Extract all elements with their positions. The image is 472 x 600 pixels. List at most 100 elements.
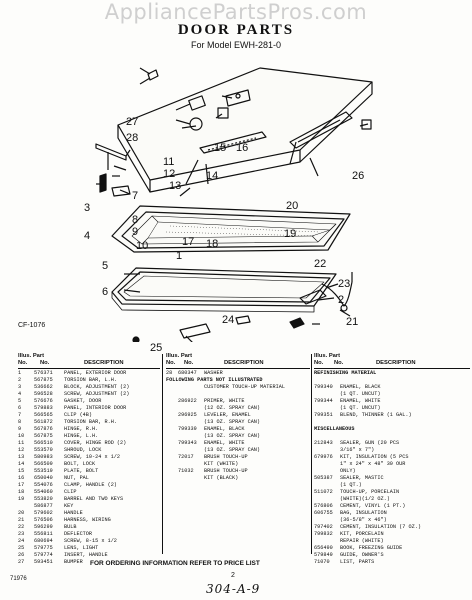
table-header: Illus. Part No. No. DESCRIPTION xyxy=(18,353,160,369)
callout-21: 21 xyxy=(346,316,359,328)
callout-25: 25 xyxy=(150,342,163,354)
handwritten-note: 304-A-9 xyxy=(206,582,261,596)
table-row: REFINISHING MATERIAL xyxy=(314,370,377,376)
column-divider xyxy=(162,354,163,554)
callout-3: 3 xyxy=(84,202,91,214)
callout-14: 14 xyxy=(206,170,219,182)
table-row xyxy=(314,377,470,384)
callout-10: 10 xyxy=(136,240,149,252)
callout-4: 4 xyxy=(84,230,91,242)
wiring-harness xyxy=(321,281,353,307)
callout-2: 2 xyxy=(338,294,345,306)
callout-24: 24 xyxy=(222,314,235,326)
callout-26: 26 xyxy=(352,170,365,182)
callout-22: 22 xyxy=(314,258,327,270)
callout-17: 17 xyxy=(182,236,195,248)
table-row: CUSTOMER TOUCH-UP MATERIAL xyxy=(204,384,285,390)
callout-18: 18 xyxy=(206,238,219,250)
document-code: 71976 xyxy=(10,576,27,582)
callout-11: 11 xyxy=(163,156,175,168)
parts-table-col3: Illus. Part No. No. DESCRIPTION REFINISH… xyxy=(314,353,470,566)
table-row: (13 OZ. SPRAY CAN) xyxy=(204,419,261,425)
callout-13: 13 xyxy=(169,180,182,192)
table-row: (1 QT. UNCUT) xyxy=(340,391,381,397)
table-row: REPAIR (WHITE) xyxy=(340,538,384,544)
callout-16: 16 xyxy=(236,142,249,154)
table-row xyxy=(314,433,470,440)
table-row: (1 QT. UNCUT) xyxy=(340,405,381,411)
handle xyxy=(289,111,353,149)
callout-20: 20 xyxy=(286,200,299,212)
table-header: Illus. Part No. No. DESCRIPTION xyxy=(314,353,470,369)
watermark: AppliancePartsPros.com xyxy=(104,0,368,24)
table-row xyxy=(314,419,470,426)
ordering-notice: FOR ORDERING INFORMATION REFER TO PRICE … xyxy=(90,560,260,567)
table-row xyxy=(166,391,310,398)
table-row: ONLY) xyxy=(340,468,356,474)
table-row: (WHITE)(1/2 OZ.) xyxy=(340,496,390,502)
light-lens xyxy=(179,323,211,339)
callout-19: 19 xyxy=(284,228,297,240)
exterior-door-panel xyxy=(117,67,373,181)
table-row: MISCELLANEOUS xyxy=(314,426,355,432)
column-divider xyxy=(311,354,312,554)
callout-12: 12 xyxy=(163,168,176,180)
callout-23: 23 xyxy=(338,278,351,290)
table-row: KIT (BLACK) xyxy=(204,475,239,481)
callout-5: 5 xyxy=(102,260,109,272)
table-row: (12 OZ. SPRAY CAN) xyxy=(204,405,261,411)
table-row: (13 OZ. SPRAY CAN) xyxy=(204,433,261,439)
table-header: Illus. Part No. No. DESCRIPTION xyxy=(166,353,310,369)
exploded-door-diagram xyxy=(95,67,373,342)
callout-8: 8 xyxy=(132,214,139,226)
table-row: 3/16" x 7") xyxy=(340,447,375,453)
table-row: FOLLOWING PARTS NOT ILLUSTRATED xyxy=(166,377,263,383)
callout-6: 6 xyxy=(102,286,109,298)
table-row: KIT (WHITE) xyxy=(204,461,239,467)
